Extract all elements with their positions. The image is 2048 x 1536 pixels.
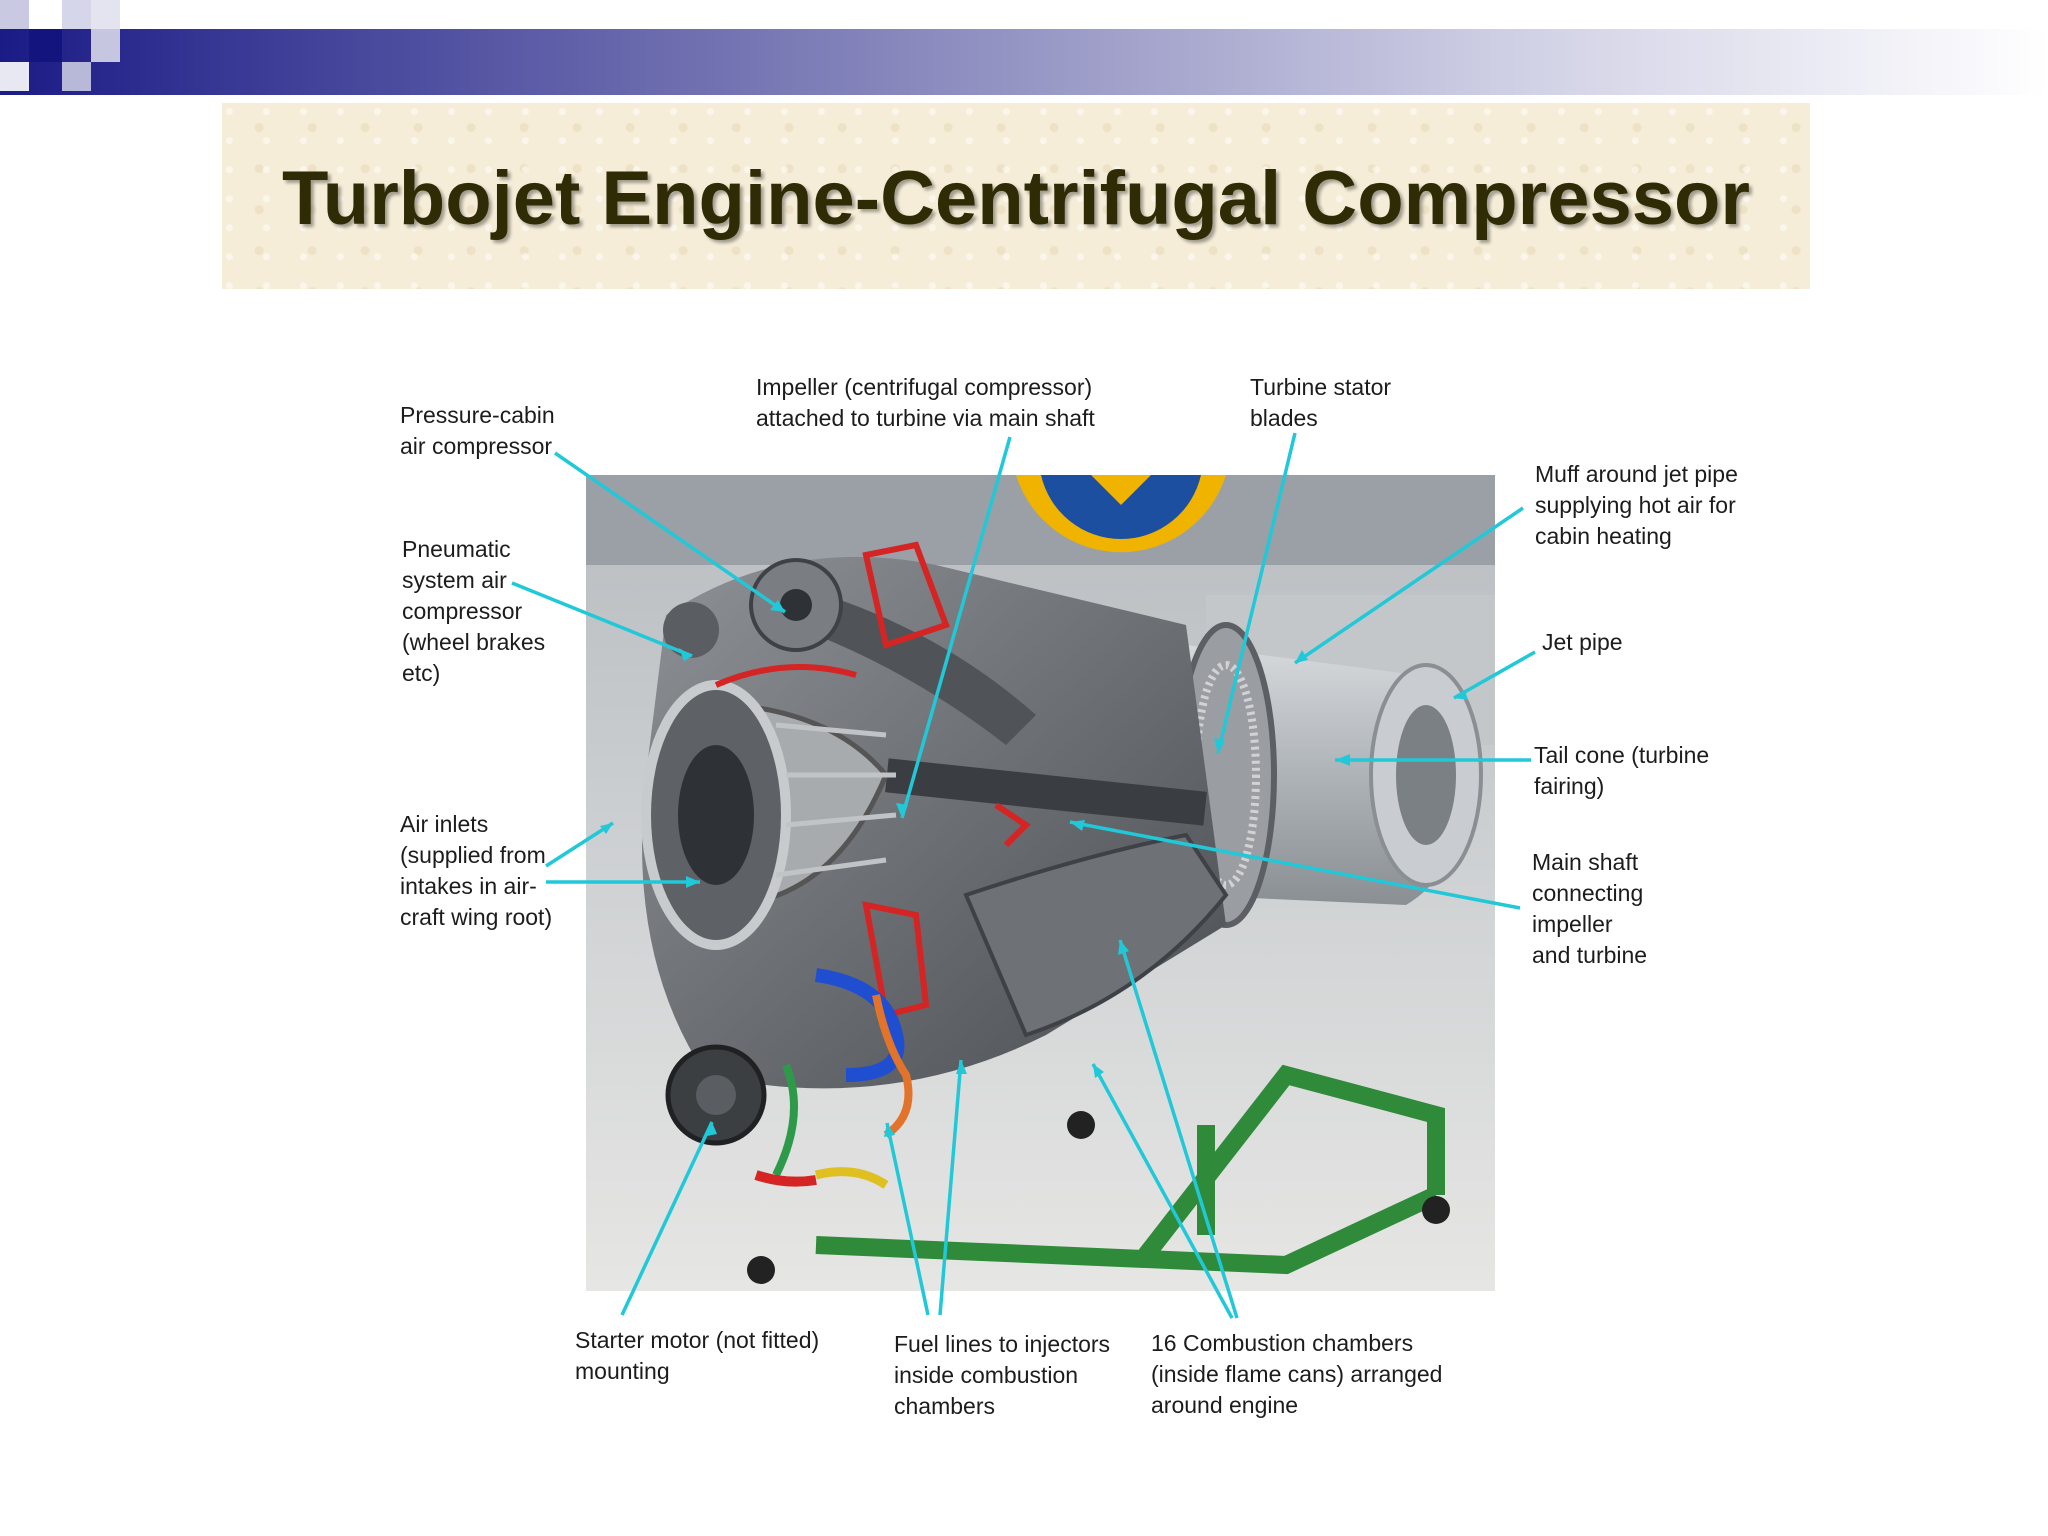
header-square-light: [91, 29, 120, 62]
label-combustion-chambers: 16 Combustion chambers (inside flame can…: [1151, 1330, 1443, 1418]
label-fuel-lines: Fuel lines to injectors inside combustio…: [894, 1331, 1111, 1419]
header-square-light: [62, 0, 91, 29]
label-main-shaft: Main shaft connecting impeller and turbi…: [1532, 849, 1648, 968]
label-impeller: Impeller (centrifugal compressor) attach…: [756, 374, 1095, 431]
label-tail-cone: Tail cone (turbine fairing): [1534, 742, 1710, 799]
header-square-light: [91, 0, 120, 29]
label-muff-jet-pipe: Muff around jet pipe supplying hot air f…: [1535, 461, 1738, 549]
label-pressure-cabin-air-compressor: Pressure-cabin air compressor: [400, 402, 555, 459]
label-jet-pipe: Jet pipe: [1542, 629, 1623, 655]
header-square-light: [0, 0, 29, 29]
label-pneumatic-system-air-compressor: Pneumatic system air compressor (wheel b…: [402, 536, 546, 686]
engine-cutaway-photo: [586, 475, 1495, 1291]
header-gradient-band: [0, 29, 2048, 95]
label-turbine-stator-blades: Turbine stator blades: [1250, 374, 1392, 431]
label-starter-motor: Starter motor (not fitted) mounting: [575, 1327, 820, 1384]
label-air-inlets: Air inlets (supplied from intakes in air…: [400, 811, 553, 930]
title-box: Turbojet Engine-Centrifugal Compressor: [222, 103, 1810, 289]
slide-title: Turbojet Engine-Centrifugal Compressor: [281, 156, 1750, 241]
header-square-light: [62, 62, 91, 91]
header-square-light: [0, 62, 29, 91]
header-square-dark: [29, 29, 62, 62]
